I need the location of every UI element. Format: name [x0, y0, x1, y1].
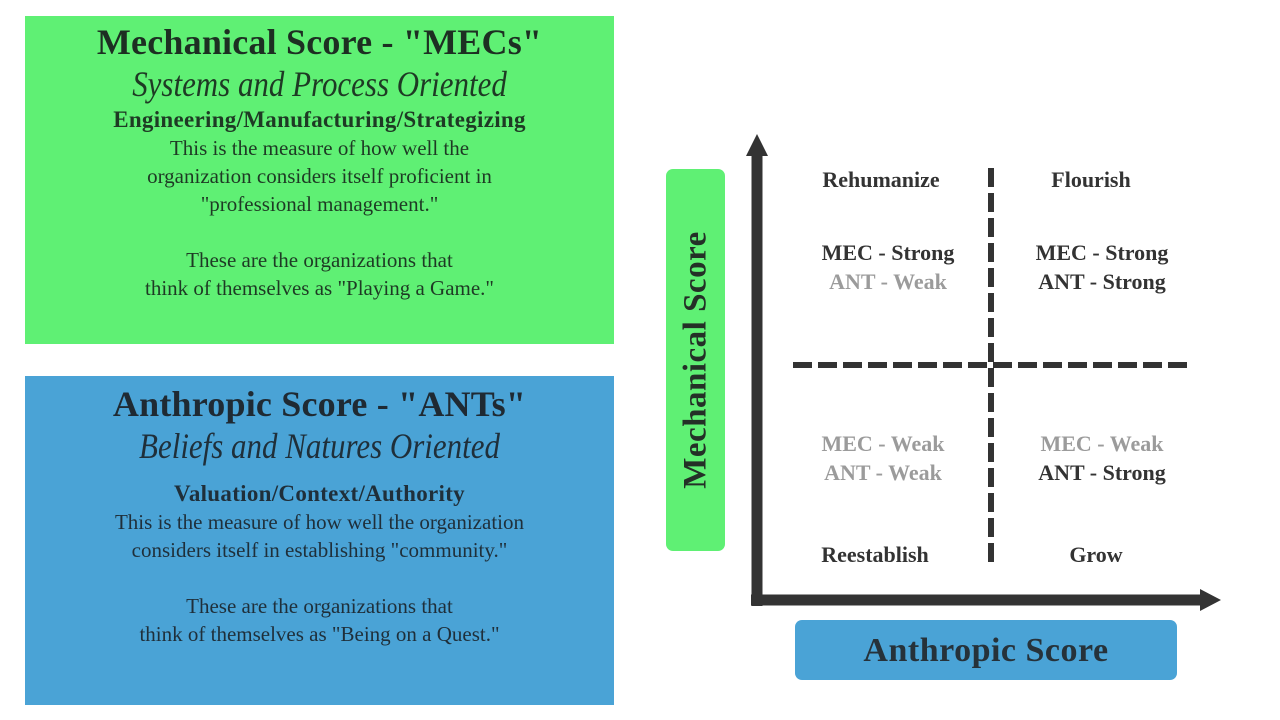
quadrant-top-left-scores: MEC - Strong ANT - Weak [800, 238, 976, 296]
quadrant-ant-score: ANT - Strong [1038, 460, 1166, 485]
quadrant-bottom-left-scores: MEC - Weak ANT - Weak [800, 429, 966, 487]
quadrant-name-top-left: Rehumanize [822, 167, 940, 192]
ant-panel-title: Anthropic Score - "ANTs" [112, 384, 527, 424]
x-axis-arrow-icon [1200, 589, 1221, 611]
quadrant-mec-score: MEC - Strong [1035, 240, 1169, 265]
ant-panel-category: Valuation/Context/Authority [174, 481, 465, 506]
quadrant-ant-score: ANT - Weak [829, 269, 947, 294]
quadrant-ant-score: ANT - Weak [824, 460, 942, 485]
x-axis-label: Anthropic Score [795, 620, 1177, 680]
mec-panel-subtitle: Systems and Process Oriented [132, 64, 507, 104]
quadrant-name-top-right: Flourish [1051, 167, 1131, 192]
mec-panel-body-line: "professional management." [200, 192, 439, 216]
y-axis-label-box: Mechanical Score [666, 169, 725, 551]
ant-panel-body-line: This is the measure of how well the orga… [114, 510, 524, 534]
mec-panel-body-line: This is the measure of how well the [169, 136, 470, 160]
ant-panel: Anthropic Score - "ANTs" Beliefs and Nat… [25, 376, 614, 705]
quadrant-ant-score: ANT - Strong [1038, 269, 1166, 294]
quadrant-name-bottom-left: Reestablish [821, 542, 929, 567]
ant-panel-subtitle: Beliefs and Natures Oriented [139, 426, 500, 466]
quadrant-name-bottom-right: Grow [1069, 542, 1123, 567]
quadrant-mec-score: MEC - Weak [1040, 431, 1164, 456]
y-axis-arrow-icon [746, 134, 768, 156]
mec-panel-title: Mechanical Score - "MECs" [96, 22, 543, 62]
mec-panel-category: Engineering/Manufacturing/Strategizing [113, 107, 526, 132]
quadrant-mec-score: MEC - Weak [821, 431, 945, 456]
quadrant-mec-score: MEC - Strong [821, 240, 955, 265]
mec-panel: Mechanical Score - "MECs" Systems and Pr… [25, 16, 614, 344]
quadrant-top-right-scores: MEC - Strong ANT - Strong [1015, 238, 1189, 296]
ant-panel-closing-line: These are the organizations that [186, 594, 453, 618]
quadrant-bottom-right-scores: MEC - Weak ANT - Strong [1015, 429, 1189, 487]
mec-panel-closing-line: These are the organizations that [186, 248, 453, 272]
mec-panel-closing-line: think of themselves as "Playing a Game." [145, 276, 494, 300]
ant-panel-body-line: considers itself in establishing "commun… [131, 538, 508, 562]
mec-panel-body-line: organization considers itself proficient… [147, 164, 492, 188]
ant-panel-closing-line: think of themselves as "Being on a Quest… [139, 622, 500, 646]
